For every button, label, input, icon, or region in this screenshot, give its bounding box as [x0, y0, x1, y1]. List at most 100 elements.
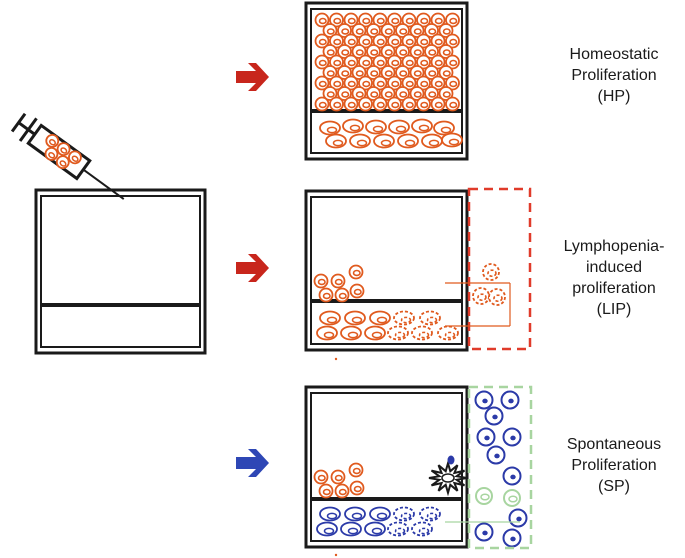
hp-cell-26-nucleus: [420, 38, 429, 46]
sp-cell-3: [318, 483, 334, 499]
hp-lower-cell-10: [421, 133, 443, 149]
sp-cell-1: [330, 469, 346, 485]
hp-cell-54-nucleus: [413, 70, 422, 77]
lip-lower-cell-2-nucleus: [376, 316, 388, 324]
lip-cell-5-nucleus: [353, 288, 362, 296]
hp-cell-36-nucleus: [428, 49, 437, 56]
lip-side-cell-0: [482, 263, 500, 281]
hp-cell-34: [395, 44, 410, 59]
sp-blue-cell-9: [502, 528, 522, 548]
sp-blue-cell-3: [476, 427, 496, 447]
sp-blue-cell-0-nucleus: [482, 398, 488, 404]
lip-dashed-region: [467, 187, 532, 351]
hp-cell-60: [358, 75, 373, 91]
label-lip-line-4: (LIP): [596, 301, 632, 318]
hp-cell-57: [314, 75, 330, 91]
lip-cell-3-nucleus: [322, 292, 331, 300]
hp-cell-22-nucleus: [362, 38, 371, 46]
hp-cell-74: [424, 86, 439, 101]
sp-cell-1-nucleus: [334, 474, 343, 482]
hp-cell-63: [401, 75, 417, 91]
hp-cell-12: [351, 23, 367, 38]
hp-cell-85: [445, 96, 460, 112]
sp-cell-4: [334, 483, 350, 499]
hp-box-upper-compartment: [310, 8, 463, 111]
hp-cell-0: [314, 12, 330, 28]
sp-blue-cell-8: [474, 522, 494, 542]
hp-cell-23-nucleus: [376, 38, 385, 46]
syringe-icon: [10, 112, 125, 200]
label-sp: Spontaneous Proliferation (SP): [548, 434, 680, 497]
sp-dot: [334, 553, 338, 557]
hp-cell-18-nucleus: [442, 28, 451, 35]
label-lip-line-3: proliferation: [572, 280, 656, 297]
lip-cell-0-nucleus: [317, 278, 326, 286]
hp-cell-43: [387, 54, 402, 70]
sp-blue-cell-3-nucleus: [484, 435, 490, 441]
hp-cell-27: [430, 33, 446, 49]
hp-cell-80-nucleus: [376, 101, 385, 109]
arrow-hp: [236, 63, 269, 91]
hp-cell-20: [329, 33, 344, 49]
sp-blue-cell-0: [474, 390, 494, 410]
lip-side-cell-2-nucleus: [493, 294, 503, 303]
hp-cell-15-nucleus: [399, 28, 408, 35]
hp-cell-81-nucleus: [391, 101, 400, 109]
hp-cell-9: [445, 12, 460, 28]
hp-cell-3-nucleus: [362, 17, 371, 25]
hp-cell-38-nucleus: [318, 59, 327, 67]
sp-lower-cell-5: [316, 521, 338, 537]
hp-cell-71: [380, 86, 396, 101]
hp-cell-28: [445, 33, 460, 49]
lip-lower-cell-2: [369, 310, 391, 326]
hp-cell-6: [401, 12, 417, 28]
sp-blue-cell-1: [500, 390, 520, 410]
sp-green-cell-7: [475, 487, 493, 505]
hp-cell-49: [337, 65, 352, 80]
hp-cell-40: [343, 54, 359, 70]
hp-lower-cell-6: [325, 133, 347, 149]
label-lip-line-2: induced: [585, 259, 643, 276]
hp-cell-85-nucleus: [449, 101, 458, 109]
hp-cell-1: [329, 12, 344, 28]
sp-cell-3-nucleus: [322, 488, 331, 496]
arrow-sp: [236, 449, 269, 477]
hp-cell-59: [343, 75, 359, 91]
hp-cell-11: [337, 23, 352, 38]
hp-cell-0-nucleus: [318, 17, 327, 25]
sp-blue-cell-6: [502, 466, 522, 486]
hp-cell-23: [372, 33, 388, 49]
hp-cell-24: [387, 33, 402, 49]
hp-lower-cell-2: [365, 119, 387, 135]
hp-cell-59-nucleus: [347, 80, 356, 88]
sp-blue-cell-4: [502, 427, 522, 447]
hp-cell-48: [322, 65, 338, 80]
syringe-needle: [82, 168, 125, 200]
hp-cell-51-nucleus: [370, 70, 379, 77]
hp-cell-7: [416, 12, 431, 28]
hp-cell-19: [314, 33, 330, 49]
sp-green-cell-7-nucleus: [480, 493, 490, 501]
hp-cell-74-nucleus: [428, 91, 437, 98]
sp-lower-cell-7: [364, 521, 386, 537]
lip-cell-4: [334, 287, 350, 303]
lip-cell-2-nucleus: [352, 269, 361, 277]
lip-cell-3: [318, 287, 334, 303]
hp-cell-46: [430, 54, 446, 70]
lip-lower-cell-7-nucleus: [371, 331, 383, 339]
lip-side-cell-1-nucleus: [477, 293, 487, 302]
lip-lower-cell-1: [344, 310, 366, 326]
hp-cell-9-nucleus: [449, 17, 458, 25]
hp-cell-82: [401, 96, 417, 112]
hp-lower-cell-4-nucleus: [418, 124, 430, 132]
hp-lower-cell-4: [411, 118, 433, 134]
hp-cell-77: [329, 96, 344, 112]
hp-cell-46-nucleus: [434, 59, 443, 67]
syringe-plunger-rod: [17, 121, 36, 136]
hp-cell-1-nucleus: [333, 17, 342, 25]
lip-box-upper-compartment: [310, 196, 463, 301]
hp-cell-66: [445, 75, 460, 91]
lip-lower-cell-9-nucleus: [418, 331, 430, 339]
lip-lower-cell-1-nucleus: [351, 316, 363, 324]
hp-cell-62: [387, 75, 402, 91]
